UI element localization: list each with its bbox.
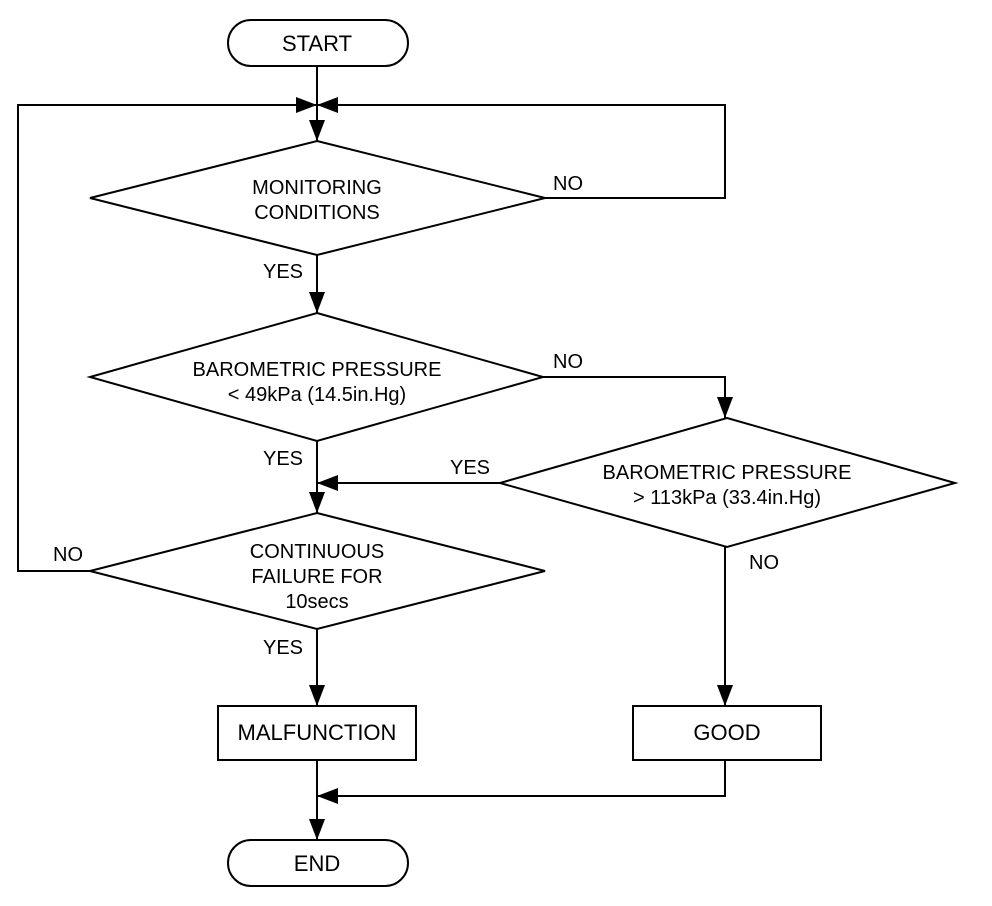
- baro-low-label-line1: BAROMETRIC PRESSURE: [193, 359, 442, 381]
- monitoring-label-line2: CONDITIONS: [254, 202, 380, 224]
- continuous-label-line1: CONTINUOUS: [250, 541, 384, 563]
- baro-low-yes-label: YES: [263, 448, 303, 470]
- good-box: [632, 705, 822, 761]
- baro-high-label-line1: BAROMETRIC PRESSURE: [603, 462, 852, 484]
- malfunction-box: [217, 705, 417, 761]
- arrowhead: [309, 685, 325, 706]
- baro-high-no-label: NO: [749, 552, 779, 574]
- baro-low-no-label: NO: [553, 351, 583, 373]
- arrowhead: [296, 97, 317, 113]
- arrowhead: [309, 819, 325, 840]
- connector-baro-low-no: [543, 376, 726, 418]
- arrowhead: [717, 685, 733, 706]
- start-label: START: [282, 31, 352, 56]
- connector-continuous-no-loop: [17, 104, 317, 572]
- arrowhead: [317, 475, 338, 491]
- continuous-no-label: NO: [53, 544, 83, 566]
- end-label: END: [294, 851, 340, 876]
- monitoring-label-line1: MONITORING: [252, 177, 382, 199]
- arrowhead: [317, 788, 338, 804]
- arrowhead: [309, 292, 325, 313]
- connector-monitoring-no-loop: [317, 104, 726, 199]
- connector-good-end: [317, 760, 726, 797]
- good-label: GOOD: [693, 720, 760, 745]
- baro-high-yes-label: YES: [450, 457, 490, 479]
- malfunction-label: MALFUNCTION: [238, 720, 397, 745]
- monitoring-no-label: NO: [553, 173, 583, 195]
- continuous-yes-label: YES: [263, 637, 303, 659]
- baro-high-label-line2: > 113kPa (33.4in.Hg): [633, 487, 821, 509]
- continuous-label-line3: 10secs: [285, 591, 348, 613]
- arrowhead: [317, 97, 338, 113]
- monitoring-yes-label: YES: [263, 261, 303, 283]
- baro-low-label-line2: < 49kPa (14.5in.Hg): [228, 384, 406, 406]
- continuous-label-line2: FAILURE FOR: [251, 566, 382, 588]
- baro-high-decision: [496, 416, 959, 549]
- arrowhead: [717, 397, 733, 418]
- arrowhead: [309, 492, 325, 513]
- arrowhead: [309, 120, 325, 141]
